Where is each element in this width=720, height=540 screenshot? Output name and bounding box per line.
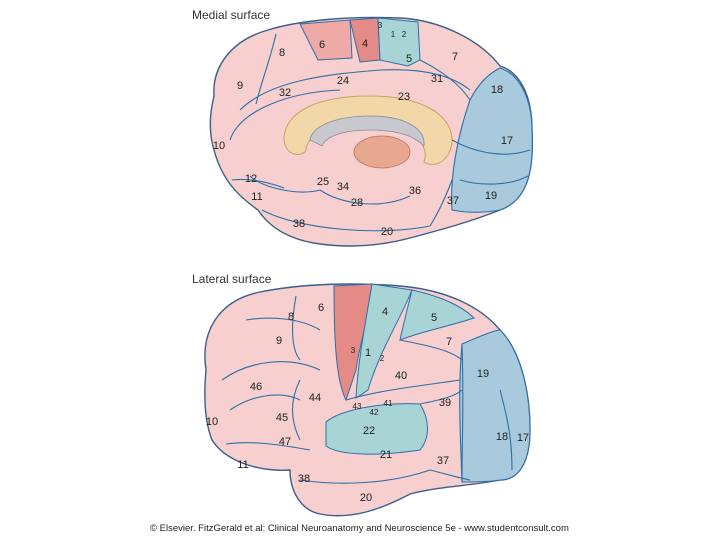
lateral-area-10-label: 10 [206,416,218,428]
medial-area-9-label: 9 [237,80,243,92]
medial-visual-region [451,67,533,213]
lateral-area-7-label: 7 [446,336,452,348]
thalamus [353,135,411,169]
medial-area-11-label: 11 [251,191,262,203]
lateral-area-4-label: 4 [382,306,388,318]
medial-area-2-label: 2 [402,30,407,39]
lateral-ventricle [309,115,425,147]
medial-area-6-region [299,19,353,61]
medial-area-12-label: 12 [245,173,257,185]
medial-area-19-label: 19 [485,190,497,202]
medial-area-4-label: 4 [362,38,368,50]
lateral-area-38-label: 38 [298,473,310,485]
lateral-area-22-label: 22 [363,425,375,437]
medial-sulci [229,33,531,232]
lateral-area-5-region [399,289,475,341]
medial-area-25-label: 25 [317,176,329,188]
lateral-area-47-label: 47 [279,436,291,448]
medial-area-17-label: 17 [501,135,513,147]
medial-area-1-label: 1 [391,30,396,39]
lateral-area-18-label: 18 [496,431,508,443]
medial-area-8-label: 8 [279,47,285,59]
lateral-area-37-label: 37 [437,455,449,467]
lateral-area-19-label: 19 [477,368,489,380]
lateral-area-42-label: 42 [370,408,379,417]
lateral-auditory-region [325,403,428,455]
lateral-area-5-label: 5 [431,312,437,324]
medial-area-32-label: 32 [279,87,291,99]
medial-area-7-label: 7 [452,51,458,63]
medial-area-3-label: 3 [378,21,383,30]
medial-area-6-label: 6 [319,39,325,51]
medial-area-24-label: 24 [337,75,349,87]
lateral-area-41-label: 41 [384,399,393,408]
lateral-sensory-region [355,283,413,399]
lateral-area-39-label: 39 [439,397,451,409]
medial-area-28-label: 28 [351,197,363,209]
lateral-area-9-label: 9 [276,335,282,347]
lateral-surface-title: Lateral surface [192,272,272,286]
medial-sensory-region [377,17,421,67]
medial-area-20-label: 20 [381,226,393,238]
lateral-area-40-label: 40 [395,370,407,382]
lateral-area-46-label: 46 [250,381,262,393]
medial-area-36-label: 36 [409,185,421,197]
medial-area-34-label: 34 [337,181,349,193]
lateral-area-3-label: 3 [351,346,356,355]
medial-area-5-label: 5 [406,53,412,65]
medial-area-31-label: 31 [431,73,443,85]
lateral-area-44-label: 44 [309,392,321,404]
medial-area-37-label: 37 [447,195,459,207]
lateral-area-8-label: 8 [288,311,294,323]
medial-area-18-label: 18 [491,84,503,96]
medial-area-23-label: 23 [398,91,410,103]
lateral-area-11-label: 11 [237,459,248,471]
medial-area-10-label: 10 [213,140,225,152]
lateral-area-43-label: 43 [353,402,362,411]
lateral-area-20-label: 20 [360,492,372,504]
medial-surface-title: Medial surface [192,8,271,22]
medial-brain [209,16,534,247]
corpus-callosum [283,95,453,165]
lateral-area-17-label: 17 [517,432,529,444]
lateral-brain [204,283,531,517]
lateral-area-2-label: 2 [380,354,385,363]
lateral-visual-region [459,329,531,483]
lateral-area-6-label: 6 [318,302,324,314]
lateral-area-21-label: 21 [380,449,392,461]
copyright-credit: © Elsevier. FitzGerald et al: Clinical N… [150,523,569,534]
lateral-sulci [221,295,513,484]
lateral-area-45-label: 45 [276,412,288,424]
medial-area-38-label: 38 [293,218,305,230]
lateral-area-1-label: 1 [365,347,371,359]
